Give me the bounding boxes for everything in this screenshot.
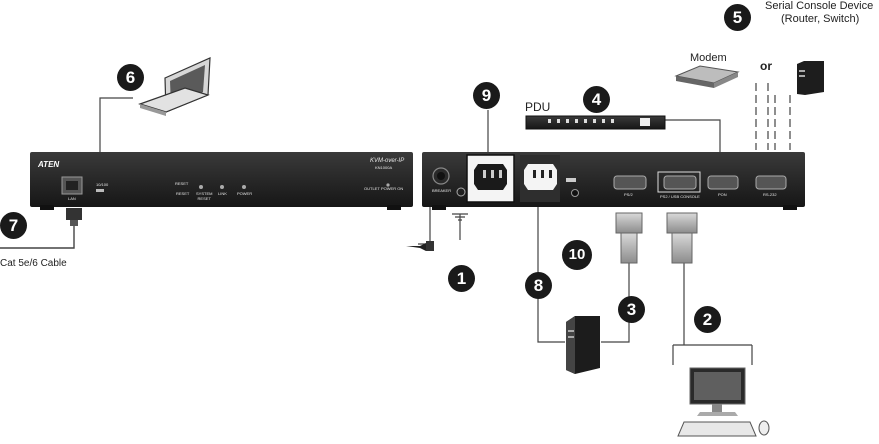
local-console-icon [677, 367, 770, 437]
callout-5: 5 [724, 4, 751, 31]
serial-console-sublabel: (Router, Switch) [781, 13, 860, 25]
or-label: or [760, 59, 772, 73]
rear-ps2-label: PS/2 [624, 192, 633, 197]
console-connectors [615, 212, 698, 264]
modem-label: Modem [690, 52, 727, 64]
front-power-on-label: POWER ON [381, 186, 404, 191]
rear-breaker-label: BREAKER [432, 188, 452, 193]
pdu-device [525, 115, 666, 130]
front-model: KN1000A [375, 165, 393, 170]
callout-4: 4 [583, 86, 610, 113]
cable-label: Cat 5e/6 Cable [0, 258, 67, 269]
dashed-serial-lines [755, 83, 791, 150]
pdu-label: PDU [525, 100, 551, 114]
front-reset-top-label: RESET [175, 181, 189, 186]
front-reset-label: RESET [176, 191, 190, 196]
callout-1: 1 [448, 265, 475, 292]
rear-ps2-usb-console-label: PS2 / USB CONSOLE [660, 194, 700, 199]
serial-server-icon [797, 61, 824, 95]
front-power-label: POWER [237, 191, 253, 196]
front-lan-label: LAN [68, 196, 76, 201]
laptop-icon [138, 57, 211, 116]
front-lan-sub-label: 10/100 [96, 182, 109, 187]
lan-cable-plug [66, 208, 82, 226]
front-brand-logo: ATEN [38, 160, 60, 169]
modem-device [674, 65, 740, 88]
callout-10: 10 [562, 240, 592, 270]
callout-8: 8 [525, 272, 552, 299]
front-link-label: LINK [218, 191, 227, 196]
rear-rs232-label: RS-232 [763, 192, 777, 197]
front-title: KVM-over-IP [370, 158, 405, 164]
rear-pon-label: PON [718, 192, 727, 197]
callout-6: 6 [117, 64, 144, 91]
front-panel-unit [30, 152, 413, 210]
callout-7: 7 [0, 212, 27, 239]
callout-9: 9 [473, 82, 500, 109]
power-cord [406, 241, 434, 251]
front-outlet-label: OUTLET [364, 186, 380, 191]
connection-lines [0, 97, 753, 365]
front-system-reset-label: SYSTEM RESET [196, 191, 213, 201]
rear-panel-unit [422, 152, 805, 210]
callout-2: 2 [694, 306, 721, 333]
pc-tower-icon [566, 316, 600, 374]
serial-console-label: Serial Console Device [765, 0, 874, 12]
callout-3: 3 [618, 296, 645, 323]
